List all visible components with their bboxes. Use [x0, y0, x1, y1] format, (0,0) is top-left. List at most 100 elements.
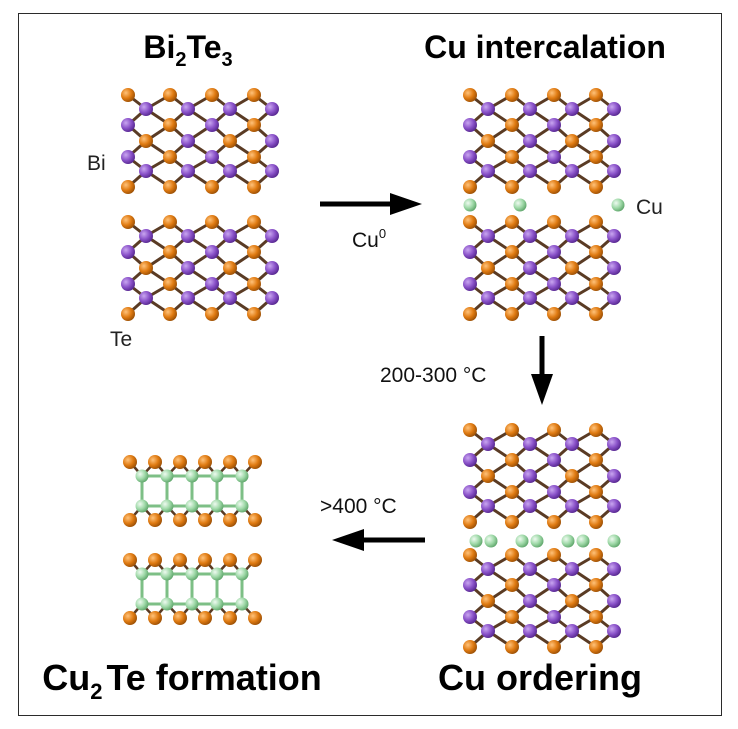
tellurium-atom [505, 150, 519, 164]
copper-atom [160, 567, 174, 581]
bismuth-atom [547, 150, 561, 164]
tellurium-atom [121, 88, 135, 102]
tellurium-atom [123, 455, 137, 469]
tellurium-atom [198, 513, 212, 527]
copper-atom [210, 499, 224, 513]
tellurium-atom [163, 277, 177, 291]
bismuth-atom [463, 578, 477, 592]
copper-atom [135, 469, 149, 483]
tellurium-atom [163, 245, 177, 259]
bismuth-atom [139, 102, 153, 116]
tellurium-atom [248, 611, 262, 625]
tellurium-atom [463, 215, 477, 229]
tellurium-atom [247, 245, 261, 259]
bismuth-atom [481, 437, 495, 451]
bismuth-atom [607, 261, 621, 275]
copper-atom [210, 469, 224, 483]
copper-atom [576, 534, 590, 548]
bismuth-atom [607, 469, 621, 483]
tellurium-atom [505, 307, 519, 321]
bismuth-atom [463, 610, 477, 624]
tellurium-atom [589, 640, 603, 654]
copper-atom [160, 499, 174, 513]
tellurium-atom [148, 611, 162, 625]
cu-label: Cu [636, 196, 663, 219]
tellurium-atom [589, 180, 603, 194]
tellurium-atom [163, 88, 177, 102]
bismuth-atom [565, 291, 579, 305]
bismuth-atom [523, 134, 537, 148]
tellurium-atom [148, 553, 162, 567]
tellurium-atom [173, 553, 187, 567]
cu2te-structure [123, 455, 262, 625]
copper-atom [185, 597, 199, 611]
tellurium-atom [198, 455, 212, 469]
tellurium-atom [223, 455, 237, 469]
tellurium-atom [547, 180, 561, 194]
tellurium-atom [505, 610, 519, 624]
bismuth-atom [523, 229, 537, 243]
tellurium-atom [589, 245, 603, 259]
bismuth-atom [523, 562, 537, 576]
tellurium-atom [505, 215, 519, 229]
bismuth-atom [523, 499, 537, 513]
tellurium-atom [547, 215, 561, 229]
bismuth-atom [607, 134, 621, 148]
tellurium-atom [505, 118, 519, 132]
bi2te3-structure [121, 88, 279, 321]
bismuth-atom [205, 150, 219, 164]
tellurium-atom [121, 215, 135, 229]
tellurium-atom [247, 307, 261, 321]
tellurium-atom [589, 453, 603, 467]
bi-label: Bi [87, 152, 106, 175]
tellurium-atom [463, 640, 477, 654]
copper-atom [160, 469, 174, 483]
bismuth-atom [265, 291, 279, 305]
tellurium-atom [463, 307, 477, 321]
bismuth-atom [607, 164, 621, 178]
copper-atom [235, 597, 249, 611]
bismuth-atom [607, 229, 621, 243]
tellurium-atom [173, 611, 187, 625]
bismuth-atom [607, 291, 621, 305]
copper-atom [463, 198, 477, 212]
tellurium-atom [547, 423, 561, 437]
tellurium-atom [123, 553, 137, 567]
tellurium-atom [148, 455, 162, 469]
tellurium-atom [123, 611, 137, 625]
bismuth-atom [523, 624, 537, 638]
bismuth-atom [463, 245, 477, 259]
bismuth-atom [481, 229, 495, 243]
tellurium-atom [589, 88, 603, 102]
bismuth-atom [223, 229, 237, 243]
tellurium-atom [565, 261, 579, 275]
bismuth-atom [547, 277, 561, 291]
tellurium-atom [223, 261, 237, 275]
tellurium-atom [589, 215, 603, 229]
bismuth-atom [463, 485, 477, 499]
intercalation-title: Cu intercalation [424, 29, 666, 65]
bismuth-atom [523, 102, 537, 116]
down-arrow [531, 336, 553, 405]
bismuth-atom [205, 277, 219, 291]
tellurium-atom [247, 118, 261, 132]
bismuth-atom [223, 291, 237, 305]
copper-atom [235, 567, 249, 581]
tellurium-atom [463, 423, 477, 437]
bismuth-atom [181, 229, 195, 243]
copper-atom [611, 198, 625, 212]
bi2te3-title: Bi2Te3 [143, 29, 232, 71]
bismuth-atom [139, 291, 153, 305]
bismuth-atom [265, 134, 279, 148]
tellurium-atom [565, 469, 579, 483]
tellurium-atom [481, 469, 495, 483]
bismuth-atom [523, 261, 537, 275]
bismuth-atom [523, 594, 537, 608]
copper-atom [235, 469, 249, 483]
tellurium-atom [223, 134, 237, 148]
tellurium-atom [248, 455, 262, 469]
copper-atom [607, 534, 621, 548]
tellurium-atom [247, 180, 261, 194]
bismuth-atom [565, 562, 579, 576]
